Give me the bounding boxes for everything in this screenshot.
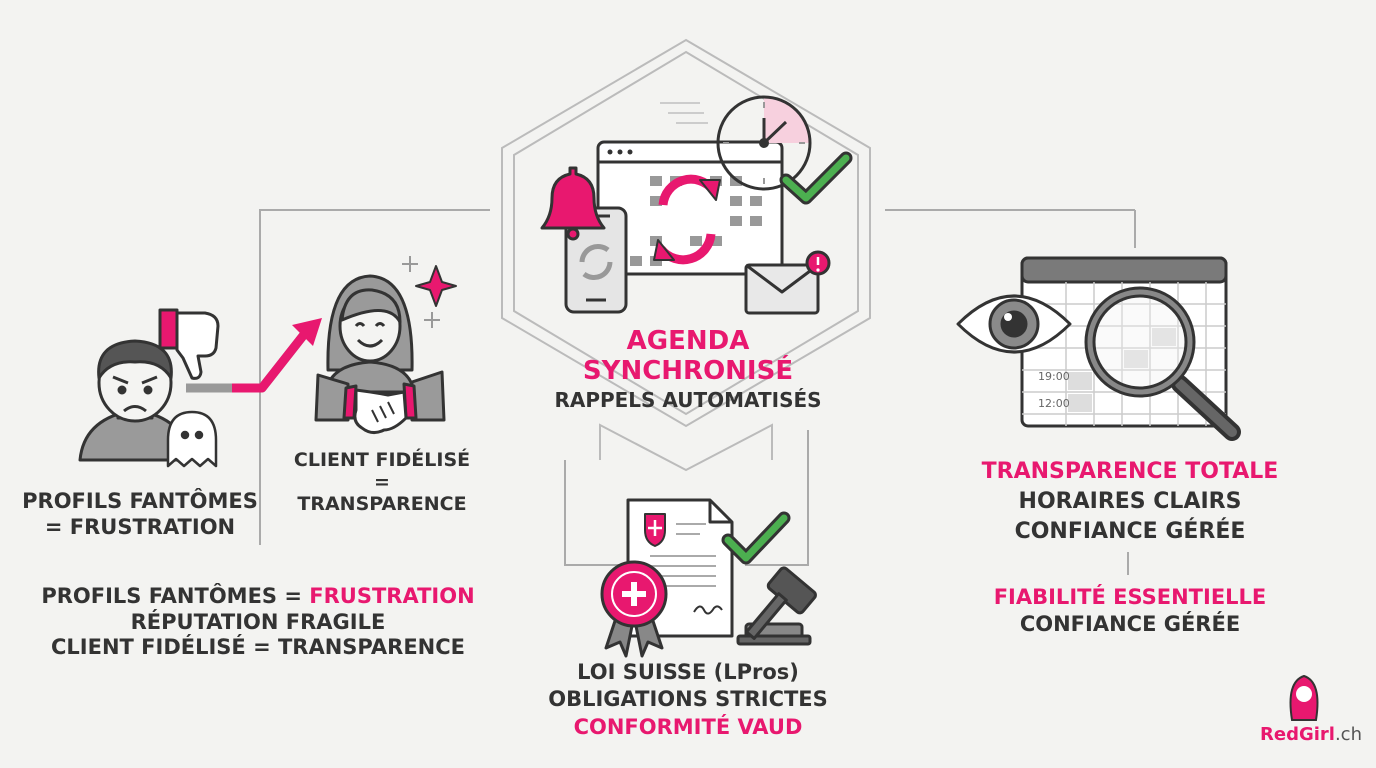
eye-icon bbox=[956, 294, 1072, 354]
law-line-3: CONFORMITÉ VAUD bbox=[573, 714, 803, 739]
schedule-time-1900: 19:00 bbox=[1038, 370, 1070, 383]
law-line-1: LOI SUISSE (LPros) bbox=[577, 660, 799, 684]
ghost-icon bbox=[166, 410, 218, 468]
bell-icon bbox=[540, 166, 606, 241]
thumbs-down-icon bbox=[158, 308, 220, 380]
caption-line: PROFILS FANTÔMES bbox=[22, 489, 258, 513]
center-subtitle: RAPPELS AUTOMATISÉS bbox=[554, 387, 822, 412]
caption-line: = bbox=[374, 470, 390, 493]
smiling-woman-icon bbox=[324, 274, 416, 394]
law-line-2: OBLIGATIONS STRICTES bbox=[548, 687, 828, 712]
center-title-line-1: AGENDA bbox=[626, 326, 750, 356]
connector-lines bbox=[259, 209, 1136, 575]
brand-text[interactable]: RedGirl.ch bbox=[1256, 724, 1366, 746]
brand-domain: .ch bbox=[1334, 724, 1362, 745]
right-title: TRANSPARENCE TOTALE bbox=[981, 459, 1279, 484]
gavel-icon bbox=[736, 566, 817, 646]
caption-line: TRANSPARENCE bbox=[297, 492, 467, 515]
trend-arrow-icon bbox=[186, 318, 322, 393]
summary-highlight: FRUSTRATION bbox=[309, 584, 475, 608]
caption-client-fidelise: CLIENT FIDÉLISÉ = TRANSPARENCE bbox=[272, 449, 492, 516]
summary-line-1: PROFILS FANTÔMES = FRUSTRATION bbox=[22, 584, 494, 610]
summary-prefix: PROFILS FANTÔMES = bbox=[41, 584, 310, 608]
right-line-3: CONFIANCE GÉRÉE bbox=[1014, 518, 1246, 544]
right-caption: TRANSPARENCE TOTALE HORAIRES CLAIRS CONF… bbox=[964, 457, 1296, 547]
calendar-window-icon bbox=[596, 140, 784, 276]
summary-line-2: RÉPUTATION FRAGILE bbox=[130, 609, 386, 634]
right-line-4: CONFIANCE GÉRÉE bbox=[1019, 612, 1241, 637]
angry-man-icon bbox=[78, 339, 192, 462]
center-title-line-2: SYNCHRONISÉ bbox=[582, 355, 794, 386]
law-caption: LOI SUISSE (LPros) OBLIGATIONS STRICTES … bbox=[536, 659, 840, 741]
magnifier-icon bbox=[1084, 286, 1241, 441]
right-line-2: HORAIRES CLAIRS bbox=[1018, 488, 1242, 514]
center-title: AGENDA SYNCHRONISÉ RAPPELS AUTOMATISÉS bbox=[538, 326, 838, 412]
caption-line: CLIENT FIDÉLISÉ bbox=[293, 449, 471, 471]
right-title-2: FIABILITÉ ESSENTIELLE bbox=[993, 585, 1267, 609]
right-caption-2: FIABILITÉ ESSENTIELLE CONFIANCE GÉRÉE bbox=[964, 584, 1296, 639]
brand-name: RedGirl bbox=[1260, 724, 1335, 745]
handshake-icon bbox=[314, 370, 446, 435]
seal-icon bbox=[600, 560, 668, 658]
caption-line: = FRUSTRATION bbox=[44, 514, 236, 539]
schedule-time-1200: 12:00 bbox=[1038, 397, 1070, 410]
checkmark-icon bbox=[779, 151, 853, 205]
left-summary: PROFILS FANTÔMES = FRUSTRATION RÉPUTATIO… bbox=[22, 584, 494, 661]
mail-alert-icon bbox=[744, 250, 831, 315]
sparkle-icon bbox=[402, 256, 457, 328]
brand-logo-icon bbox=[1289, 674, 1319, 721]
hexagon-frame bbox=[501, 38, 871, 472]
clock-icon bbox=[660, 95, 812, 191]
summary-line-3: CLIENT FIDÉLISÉ = TRANSPARENCE bbox=[51, 635, 465, 660]
caption-profils-fantomes: PROFILS FANTÔMES = FRUSTRATION bbox=[22, 489, 258, 540]
